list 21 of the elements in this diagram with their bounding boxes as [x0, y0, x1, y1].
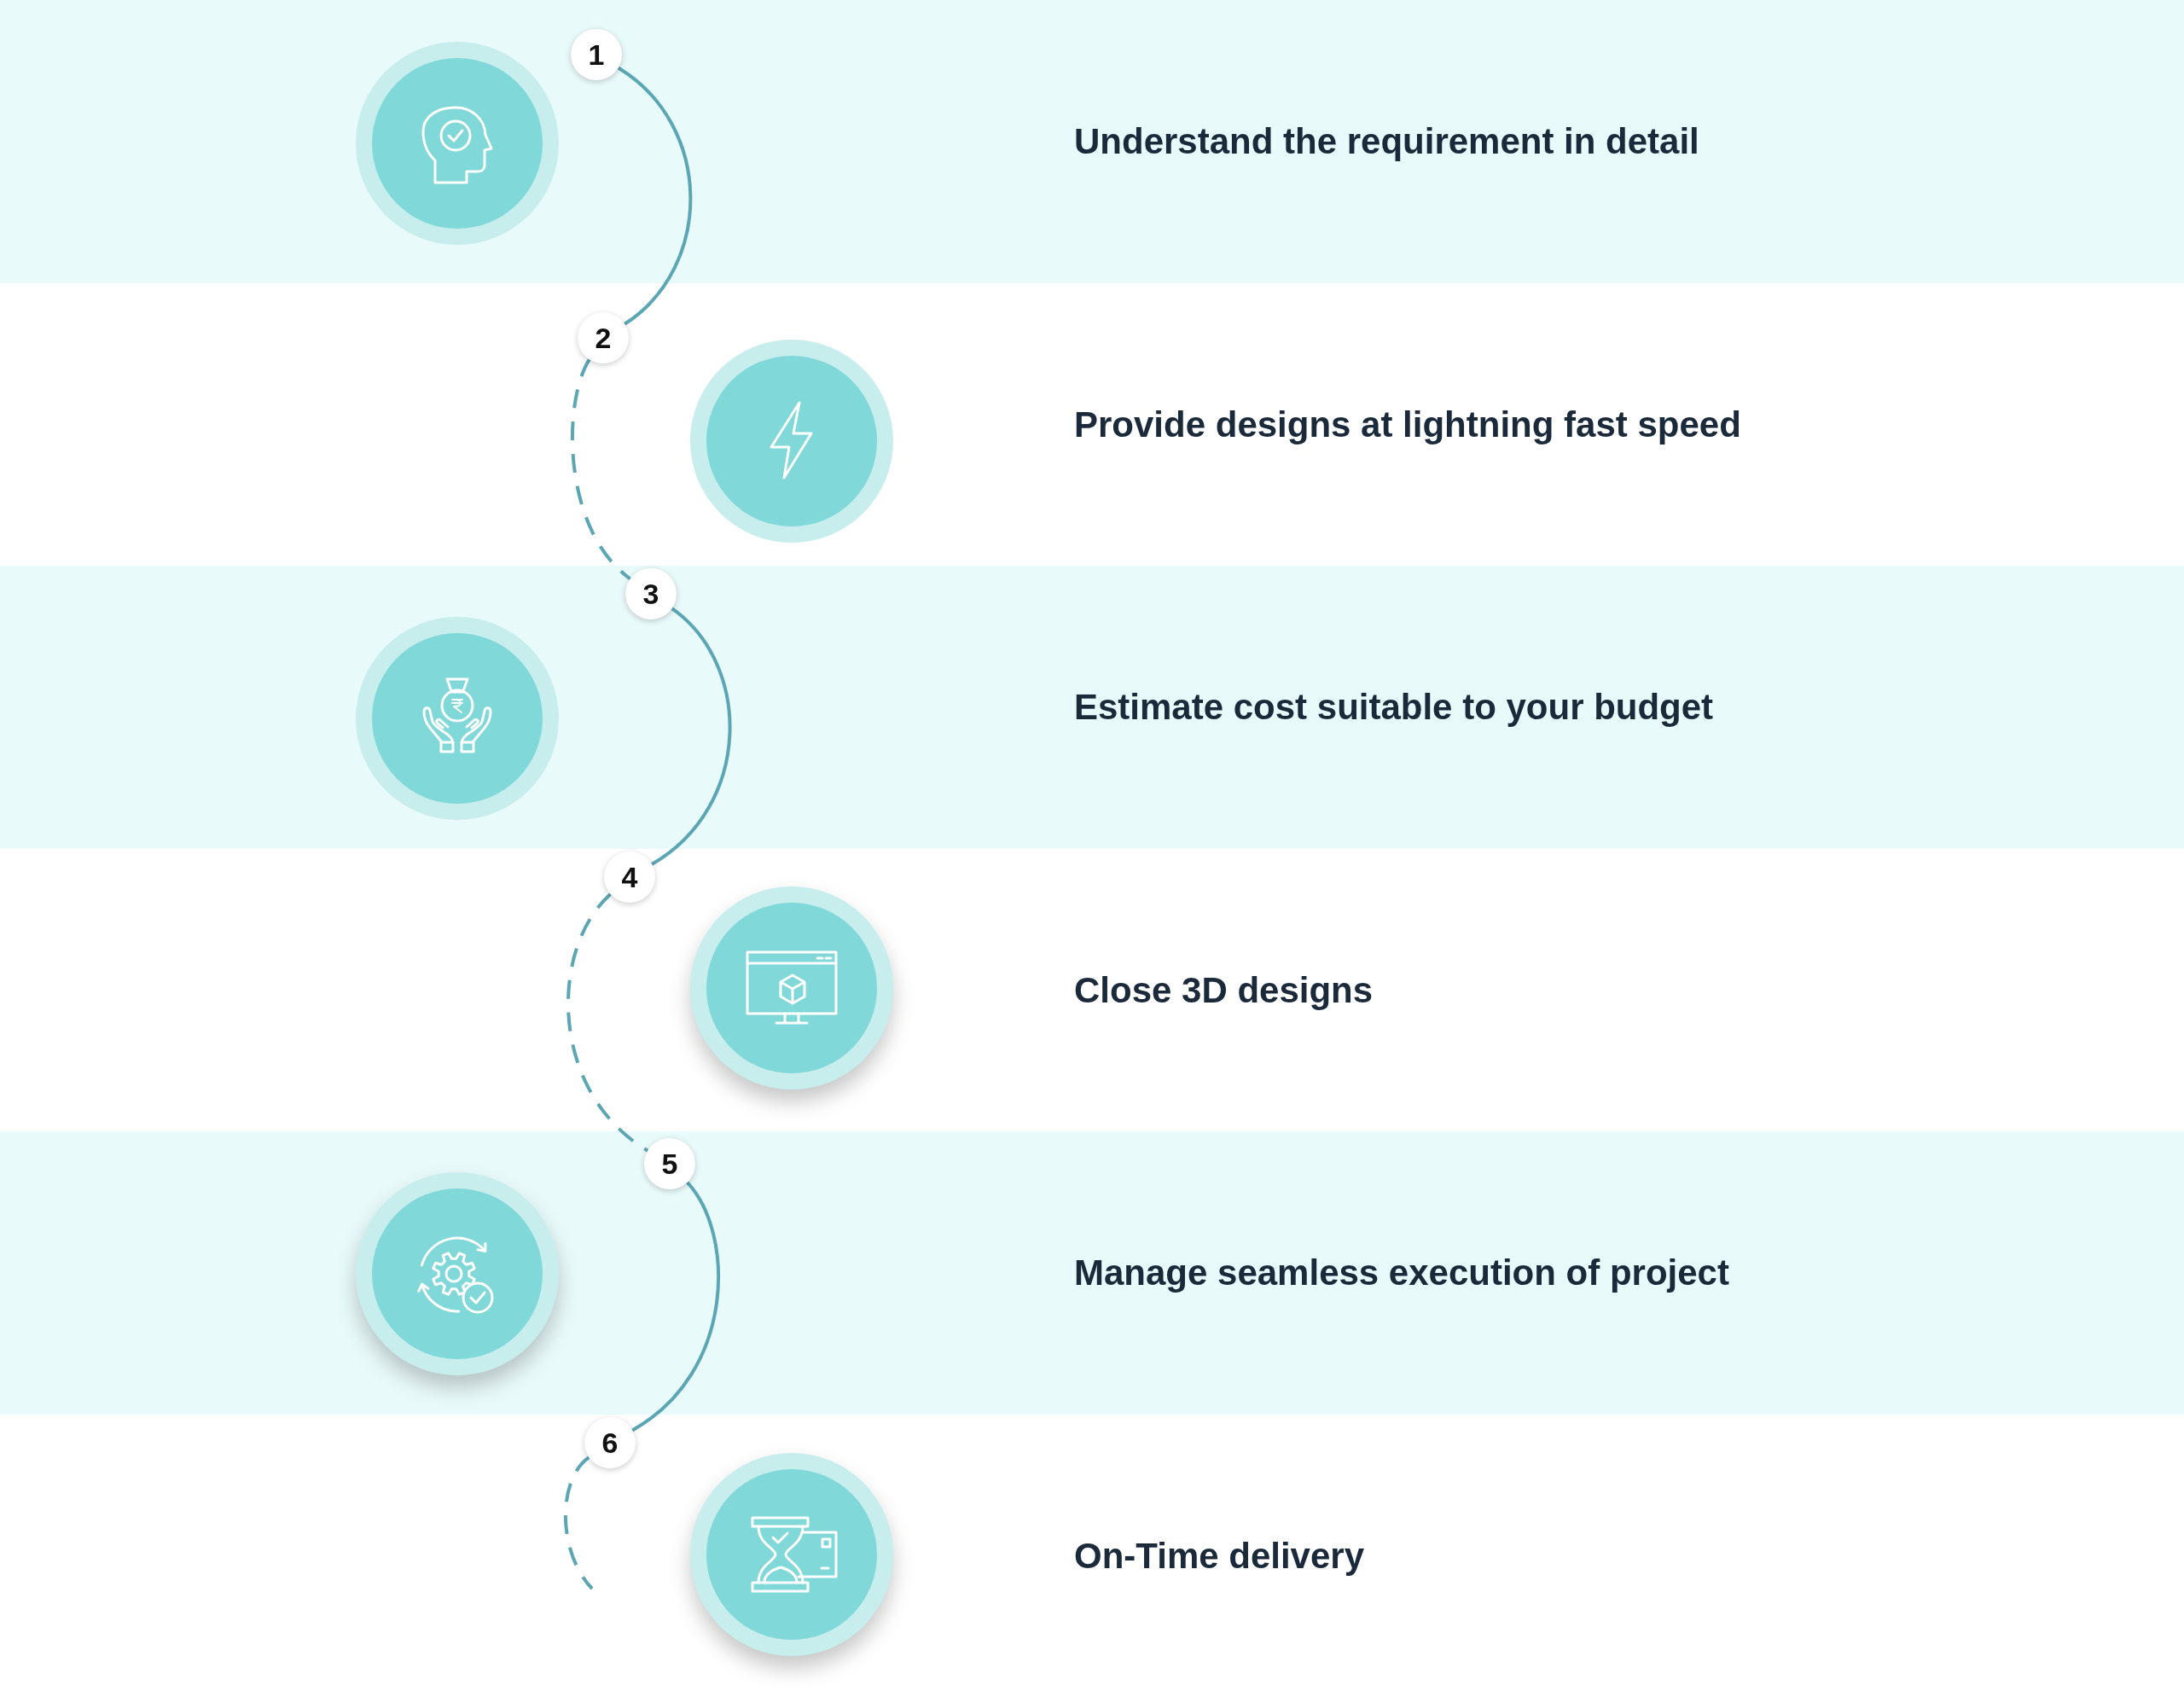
number-badge: 2 [578, 312, 629, 363]
number-badge: 4 [604, 851, 655, 903]
dashed-connector-line [566, 892, 649, 1153]
step-band [0, 566, 2184, 849]
number-badge: 3 [625, 568, 677, 619]
step-text: On-Time delivery [1074, 1534, 1365, 1578]
connector-line [650, 607, 732, 866]
step-text: Manage seamless execution of project [1074, 1251, 1729, 1294]
step-text: Provide designs at lightning fast speed [1074, 403, 1741, 446]
step-text: Close 3D designs [1074, 968, 1374, 1012]
number-badge: 5 [644, 1138, 695, 1189]
number-badge: 1 [571, 29, 622, 80]
number-badge: 6 [584, 1417, 636, 1468]
dashed-connector-line [571, 358, 632, 580]
step-band [0, 0, 2184, 283]
step-text: Understand the requirement in detail [1074, 119, 1699, 163]
step-band [0, 1131, 2184, 1415]
connector-line [631, 1181, 720, 1433]
dashed-connector-line [564, 1456, 594, 1590]
connector-line [617, 66, 693, 326]
step-text: Estimate cost suitable to your budget [1074, 685, 1714, 729]
